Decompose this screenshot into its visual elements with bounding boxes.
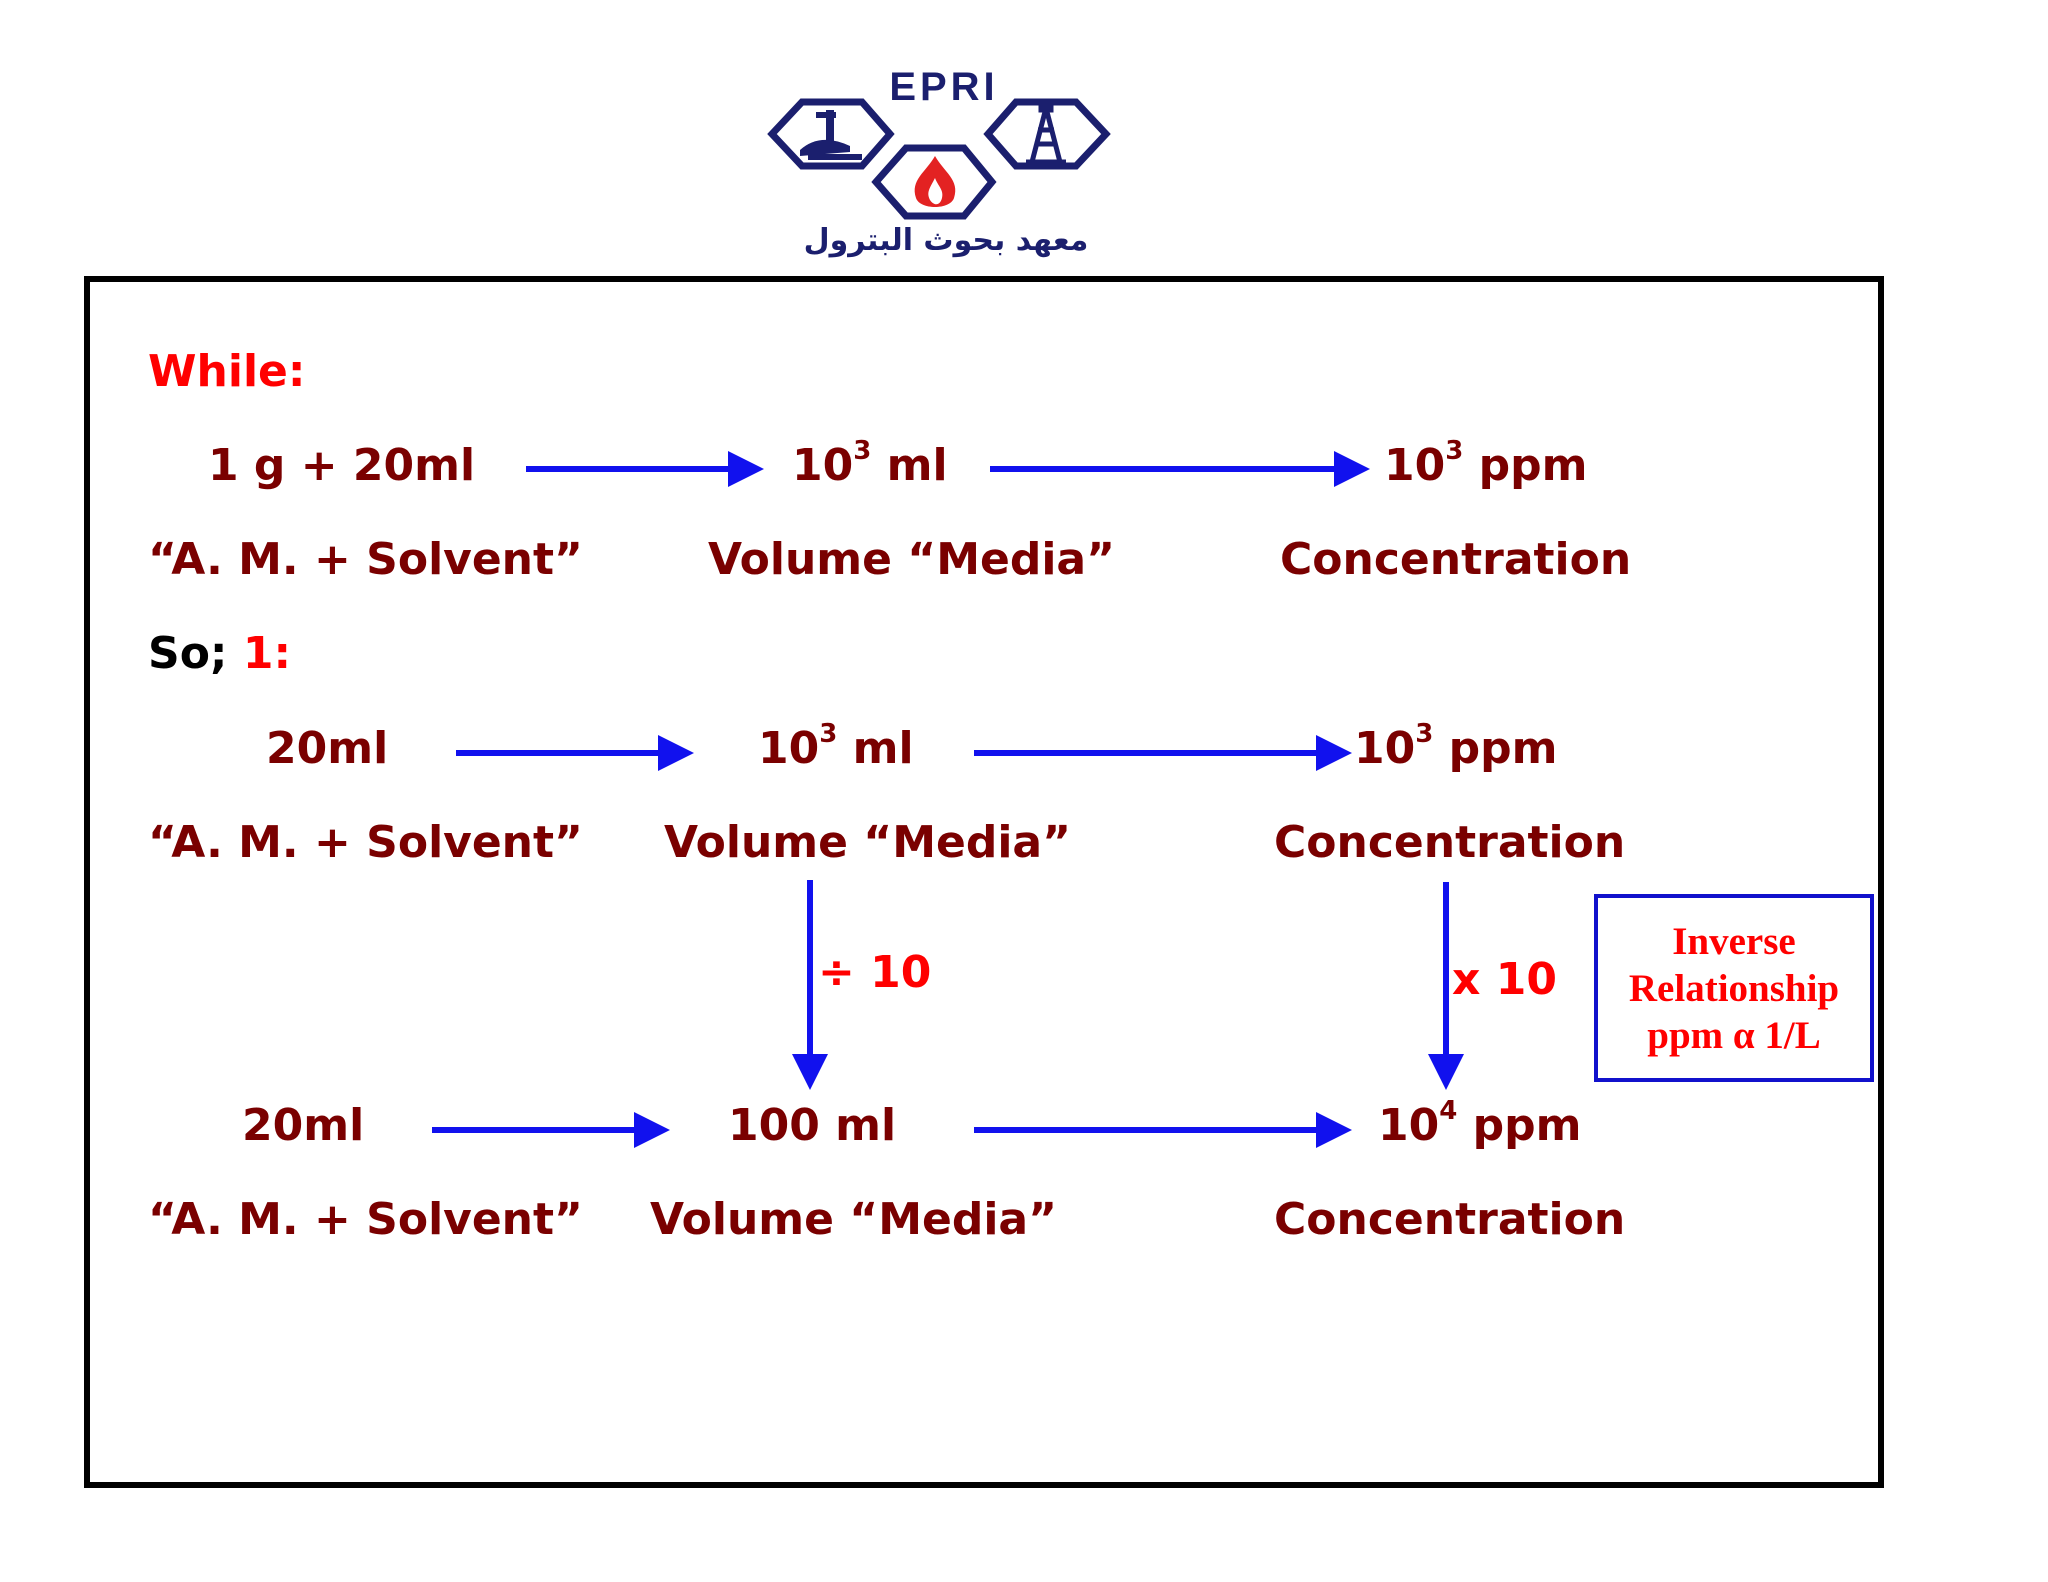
while-label-mix: “A. M. + Solvent”	[148, 534, 583, 585]
inverse-relationship-box: Inverse Relationship ppm α 1/L	[1594, 894, 1874, 1082]
hexagon-right	[983, 98, 1111, 170]
so-label2-volume: Volume “Media”	[650, 1194, 1058, 1245]
concentration-operation: x 10	[1452, 954, 1557, 1005]
so-label2-concentration: Concentration	[1274, 1194, 1626, 1245]
inverse-line2: Relationship	[1628, 966, 1840, 1010]
logo-arabic-name: معهد بحوث البترول	[804, 223, 1089, 258]
while-volume-unit: ml	[871, 440, 948, 491]
so-row1-conc-exp: 3	[1415, 719, 1434, 749]
inverse-line3: ppm α 1/L	[1647, 1013, 1821, 1057]
while-conc-exp: 3	[1445, 436, 1464, 466]
so-row1-volume-exp: 3	[819, 719, 838, 749]
oil-derrick-icon	[1026, 99, 1066, 165]
so-row2-concentration: 104 ppm	[1378, 1098, 1582, 1148]
so-row1-volume-base: 10	[758, 723, 820, 774]
so-label1-concentration: Concentration	[1274, 817, 1626, 868]
while-volume: 103 ml	[792, 438, 948, 488]
while-heading: While:	[148, 346, 306, 397]
so-row2-mix: 20ml	[242, 1100, 365, 1151]
so-label2-mix: “A. M. + Solvent”	[148, 1194, 583, 1245]
flame-inner	[928, 178, 943, 205]
so-label1-volume: Volume “Media”	[664, 817, 1072, 868]
logo-acronym: EPRI	[889, 65, 998, 109]
so-row2-conc-exp: 4	[1439, 1096, 1458, 1126]
so-row1-conc-base: 10	[1354, 723, 1416, 774]
so-row1-concentration: 103 ppm	[1354, 721, 1558, 771]
so-heading-number: 1:	[242, 628, 292, 679]
volume-operation: ÷ 10	[818, 947, 932, 998]
so-label1-mix: “A. M. + Solvent”	[148, 817, 583, 868]
microscope-icon	[800, 110, 862, 160]
while-mass: 1 g + 20ml	[208, 440, 476, 491]
content-frame	[84, 276, 1884, 1488]
inverse-line1: Inverse	[1672, 919, 1796, 963]
so-row2-volume: 100 ml	[728, 1100, 897, 1151]
while-volume-base: 10	[792, 440, 854, 491]
so-row1-volume: 103 ml	[758, 721, 914, 771]
so-row1-mix: 20ml	[266, 723, 389, 774]
while-concentration: 103 ppm	[1384, 438, 1588, 488]
epri-logo: EPRI معهد بحوث البترول	[760, 50, 1140, 270]
while-label-concentration: Concentration	[1280, 534, 1632, 585]
so-row1-conc-unit: ppm	[1433, 723, 1558, 774]
so-row1-volume-unit: ml	[837, 723, 914, 774]
so-row2-conc-unit: ppm	[1457, 1100, 1582, 1151]
while-conc-base: 10	[1384, 440, 1446, 491]
so-heading-prefix: So;	[148, 628, 243, 679]
so-row2-conc-base: 10	[1378, 1100, 1440, 1151]
while-label-volume: Volume “Media”	[708, 534, 1116, 585]
so-heading: So; 1:	[148, 632, 291, 676]
while-volume-exp: 3	[853, 436, 872, 466]
epri-logo-graphic: EPRI معهد بحوث البترول	[767, 65, 1111, 258]
while-conc-unit: ppm	[1463, 440, 1588, 491]
